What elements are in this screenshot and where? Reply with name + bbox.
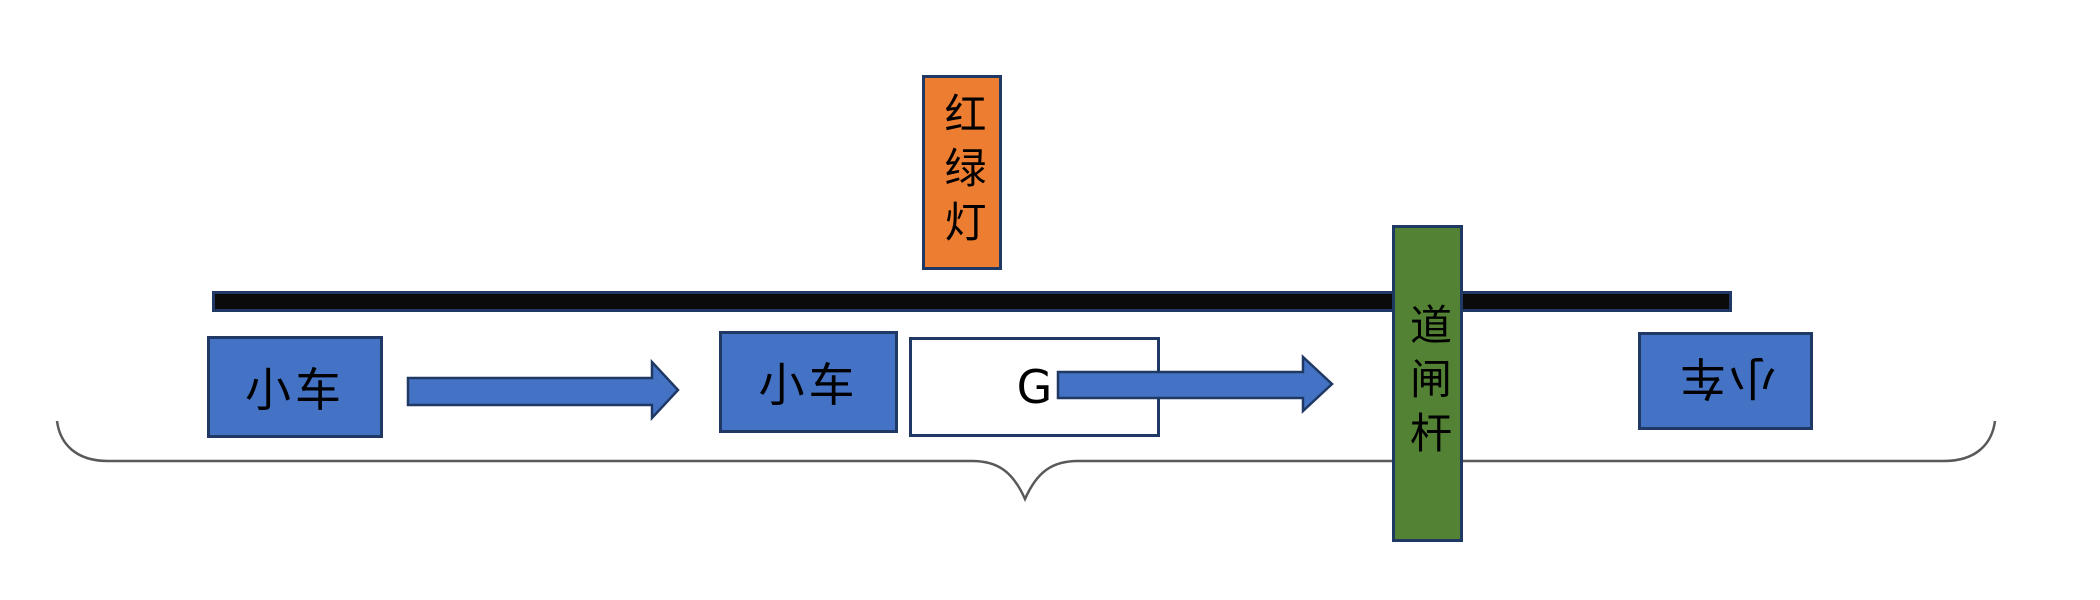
car-box-right-label: 小车 xyxy=(1675,351,1776,405)
car-box-middle: 小车 xyxy=(719,331,898,433)
arrow-left-to-middle xyxy=(406,358,680,422)
car-box-left: 小车 xyxy=(207,336,383,438)
gain-block-label: G xyxy=(1016,360,1053,414)
barrier-gate-label: 道闸杆 xyxy=(1403,302,1453,465)
car-box-middle-label: 小车 xyxy=(758,358,859,412)
car-box-right: 小车 xyxy=(1638,332,1813,430)
traffic-light-label: 红绿灯 xyxy=(938,91,987,254)
barrier-gate-box: 道闸杆 xyxy=(1392,225,1463,542)
traffic-light-box: 红绿灯 xyxy=(922,75,1002,270)
road-bar xyxy=(212,291,1732,312)
car-box-left-label: 小车 xyxy=(245,363,345,417)
gain-block: G xyxy=(909,337,1160,437)
